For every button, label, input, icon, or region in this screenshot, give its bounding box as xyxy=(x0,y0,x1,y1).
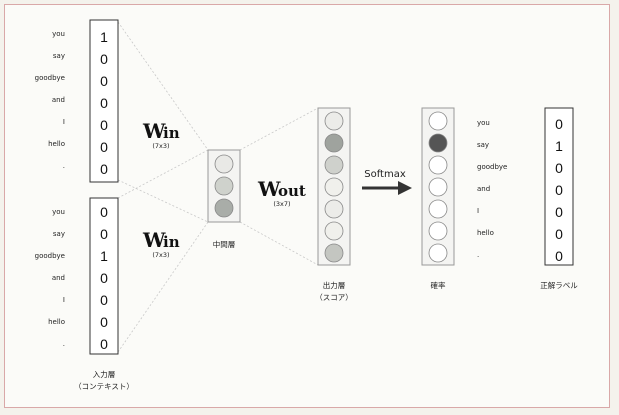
answer-label: 正解ラベル xyxy=(540,280,578,290)
word-label: you xyxy=(52,208,65,216)
w-in-sub: in xyxy=(163,124,180,142)
neuron xyxy=(428,221,448,241)
input-2-cell: 1 xyxy=(100,248,108,264)
input-2-cell: 0 xyxy=(100,270,108,286)
w-out-label: W out (3x7) xyxy=(257,177,306,208)
middle-layer-label: 中間層 xyxy=(213,239,236,249)
w-in-label-1: W in (7x3) xyxy=(142,119,180,150)
w-out-main: W xyxy=(257,177,281,201)
input-2-cell: 0 xyxy=(100,204,108,220)
neuron xyxy=(428,155,448,175)
input-2-cell: 0 xyxy=(100,314,108,330)
input-layer-label: 入力層 xyxy=(93,369,116,379)
neuron xyxy=(324,133,344,153)
neuron xyxy=(214,176,234,196)
connection-line xyxy=(239,107,319,151)
input-2-cell: 0 xyxy=(100,336,108,352)
input-1-cell: 0 xyxy=(100,161,108,177)
word-label: say xyxy=(53,52,65,60)
label-vector-box xyxy=(544,107,574,266)
neuron xyxy=(214,154,234,174)
word-label: goodbye xyxy=(35,252,65,260)
label-cell: 0 xyxy=(555,226,563,242)
neuron xyxy=(428,111,448,131)
neuron xyxy=(428,177,448,197)
word-label: hello xyxy=(477,229,494,237)
word-label: I xyxy=(63,296,65,304)
input-1-cell: 0 xyxy=(100,73,108,89)
w-out-sub: out xyxy=(278,182,306,200)
connection-line xyxy=(239,221,319,266)
softmax-label: Softmax xyxy=(364,169,406,180)
input-1-cell: 1 xyxy=(100,29,108,45)
neuron xyxy=(324,177,344,197)
output-layer-neurons xyxy=(324,111,344,263)
label-cell: 0 xyxy=(555,160,563,176)
output-layer-label: 出力層 xyxy=(323,280,346,290)
word-label: you xyxy=(477,119,490,127)
input-2-word-labels: you say goodbye and I hello . xyxy=(35,208,65,348)
neuron xyxy=(428,133,448,153)
softmax-arrow xyxy=(362,181,412,195)
probability-neurons xyxy=(428,111,448,263)
input-1-cell: 0 xyxy=(100,139,108,155)
w-in-main: W xyxy=(142,228,166,252)
neuron xyxy=(324,111,344,131)
input-1-cell: 0 xyxy=(100,95,108,111)
w-in-sub: in xyxy=(163,233,180,251)
neuron xyxy=(324,243,344,263)
label-cell: 0 xyxy=(555,182,563,198)
word-label: I xyxy=(63,118,65,126)
output-word-labels: you say goodbye and I hello . xyxy=(477,119,507,259)
w-in-dim: (7x3) xyxy=(152,251,169,259)
input-layer-sublabel: （コンテキスト） xyxy=(74,382,134,391)
input-vector-2-box xyxy=(89,197,119,355)
probability-label: 確率 xyxy=(431,280,446,290)
word-label: say xyxy=(477,141,489,149)
input-1-cell: 0 xyxy=(100,51,108,67)
word-label: . xyxy=(63,340,65,348)
word-label: I xyxy=(477,207,479,215)
word-label: goodbye xyxy=(35,74,65,82)
input-1-word-labels: you say goodbye and I hello . xyxy=(35,30,65,170)
neuron xyxy=(214,198,234,218)
neuron xyxy=(324,221,344,241)
word-label: and xyxy=(52,96,65,104)
label-vector: 0 1 0 0 0 0 0 xyxy=(555,116,563,264)
neuron xyxy=(324,155,344,175)
neuron xyxy=(428,199,448,219)
neuron xyxy=(428,243,448,263)
neuron xyxy=(324,199,344,219)
input-vector-2: 0 0 1 0 0 0 0 xyxy=(100,204,108,352)
word-label: goodbye xyxy=(477,163,507,171)
w-out-dim: (3x7) xyxy=(273,200,290,208)
w-in-dim: (7x3) xyxy=(152,142,169,150)
word-label: and xyxy=(477,185,490,193)
input-2-cell: 0 xyxy=(100,292,108,308)
connection-line xyxy=(117,179,209,223)
connections xyxy=(117,21,319,353)
word-label: . xyxy=(63,162,65,170)
word-label: . xyxy=(477,251,479,259)
input-1-cell: 0 xyxy=(100,117,108,133)
word-label: hello xyxy=(48,140,65,148)
connection-line xyxy=(117,149,209,199)
input-vector-1: 1 0 0 0 0 0 0 xyxy=(100,29,108,177)
label-cell: 0 xyxy=(555,116,563,132)
label-cell: 0 xyxy=(555,204,563,220)
input-2-cell: 0 xyxy=(100,226,108,242)
word-label: and xyxy=(52,274,65,282)
word-label: you xyxy=(52,30,65,38)
w-in-main: W xyxy=(142,119,166,143)
word-label: hello xyxy=(48,318,65,326)
output-layer-sublabel: （スコア） xyxy=(315,293,353,302)
label-cell: 1 xyxy=(555,138,563,154)
input-vector-1-box xyxy=(89,19,119,183)
w-in-label-2: W in (7x3) xyxy=(142,228,180,259)
middle-layer-neurons xyxy=(214,154,234,218)
word-label: say xyxy=(53,230,65,238)
label-cell: 0 xyxy=(555,248,563,264)
